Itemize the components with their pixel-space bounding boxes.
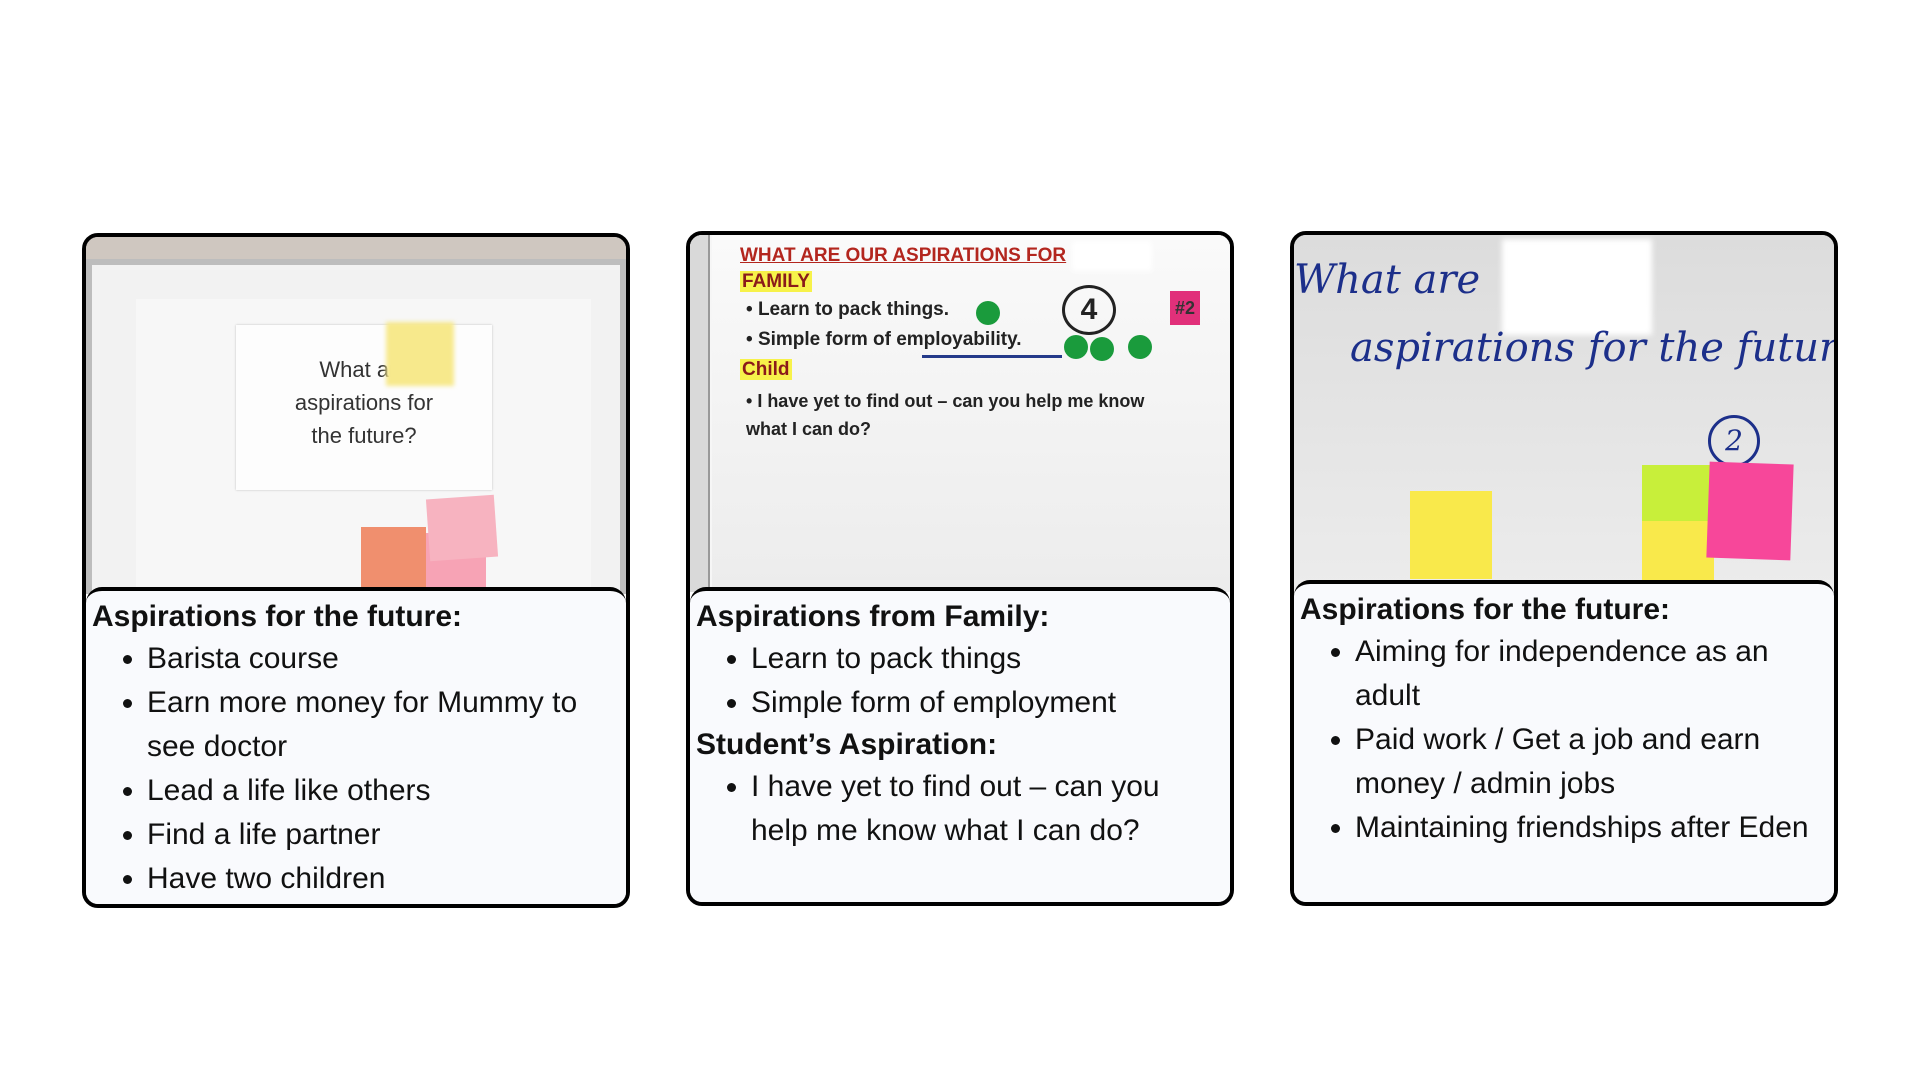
- child-label: Child: [740, 359, 792, 380]
- list-item: Barista course: [147, 637, 620, 681]
- sticky-note: [1642, 521, 1714, 587]
- list-item: Lead a life like others: [147, 769, 620, 813]
- family-item-text: Simple form of employability.: [757, 329, 1022, 350]
- handwritten-line-1: What are: [1294, 257, 1481, 303]
- list-item: Find a life partner: [147, 813, 620, 857]
- board-edge: [690, 235, 710, 592]
- list-item: I have yet to find out – can you help me…: [751, 765, 1224, 853]
- redacted-name: [1072, 241, 1152, 271]
- green-dot: [1128, 335, 1152, 359]
- underline-mark: [922, 355, 1062, 358]
- caption-box: Aspirations for the future: Barista cour…: [86, 587, 626, 904]
- aspiration-list: Aiming for independence as an adult Paid…: [1300, 630, 1828, 850]
- sign-line: the future?: [311, 423, 417, 448]
- family-item-1: • Learn to pack things.: [746, 299, 950, 320]
- circled-number: 4: [1062, 285, 1116, 335]
- whiteboard-photo-3: What are aspirations for the future? 2: [1294, 235, 1834, 592]
- handwritten-line-2: aspirations for the future?: [1350, 325, 1834, 371]
- family-item-text: Learn to pack things.: [757, 299, 950, 320]
- sticky-note: [1642, 465, 1714, 525]
- sticky-note: [1410, 491, 1492, 579]
- green-dot: [976, 301, 1000, 325]
- student-aspiration-list: I have yet to find out – can you help me…: [696, 765, 1224, 853]
- tag-sticky: #2: [1170, 291, 1200, 325]
- child-item-text: I have yet to find out – can you help me…: [746, 391, 1145, 439]
- green-dot: [1064, 335, 1088, 359]
- aspiration-list: Barista course Earn more money for Mummy…: [92, 637, 620, 901]
- family-item-2: • Simple form of employability.: [746, 329, 1022, 350]
- list-item: Maintaining friendships after Eden: [1355, 806, 1828, 850]
- list-item: Learn to pack things: [751, 637, 1224, 681]
- redacted-name: [1502, 239, 1652, 335]
- aspiration-card-1: What are aspirations for the future? Asp…: [82, 233, 630, 908]
- caption-heading: Aspirations for the future:: [92, 600, 463, 633]
- sticky-note: [1706, 461, 1794, 561]
- sticky-note: [425, 494, 499, 562]
- caption-box: Aspirations for the future: Aiming for i…: [1294, 580, 1834, 902]
- whiteboard-photo-2: WHAT ARE OUR ASPIRATIONS FOR FAMILY • Le…: [690, 235, 1230, 592]
- whiteboard-photo-1: What are aspirations for the future?: [86, 237, 626, 594]
- caption-heading: Aspirations for the future:: [1300, 593, 1671, 626]
- caption-subheading: Student’s Aspiration:: [696, 728, 998, 761]
- list-item: Earn more money for Mummy to see doctor: [147, 681, 620, 769]
- child-label-wrap: Child: [740, 359, 792, 381]
- redacted-sticky: [386, 322, 454, 386]
- circled-number: 2: [1708, 415, 1760, 467]
- list-item: Simple form of employment: [751, 681, 1224, 725]
- sticky-note: [361, 527, 426, 587]
- whiteboard: [712, 235, 1230, 592]
- sign-line: aspirations for: [294, 390, 434, 415]
- family-aspiration-list: Learn to pack things Simple form of empl…: [696, 637, 1224, 725]
- list-item: Paid work / Get a job and earn money / a…: [1355, 718, 1828, 806]
- child-item: • I have yet to find out – can you help …: [746, 391, 1145, 439]
- green-dot: [1090, 337, 1114, 361]
- family-label-wrap: FAMILY: [740, 271, 812, 293]
- list-item: Aiming for independence as an adult: [1355, 630, 1828, 718]
- board-title: WHAT ARE OUR ASPIRATIONS FOR: [740, 245, 1067, 266]
- caption-heading: Aspirations from Family:: [696, 600, 1050, 633]
- family-label: FAMILY: [740, 271, 812, 292]
- list-item: Have two children: [147, 857, 620, 901]
- caption-box: Aspirations from Family: Learn to pack t…: [690, 587, 1230, 902]
- aspiration-card-3: What are aspirations for the future? 2 A…: [1290, 231, 1838, 906]
- aspiration-card-2: WHAT ARE OUR ASPIRATIONS FOR FAMILY • Le…: [686, 231, 1234, 906]
